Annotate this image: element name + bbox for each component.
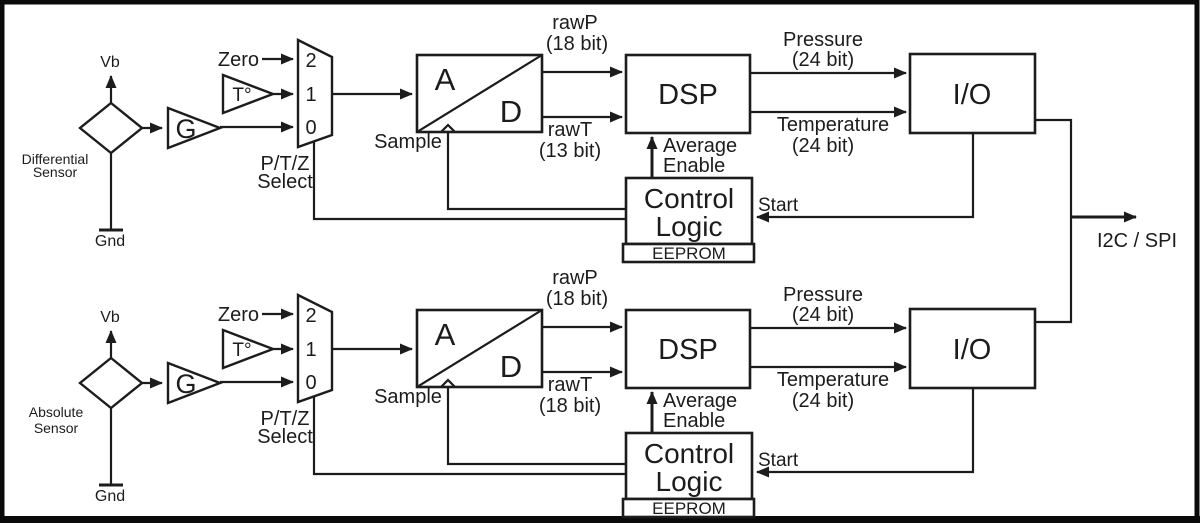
sensor-name-line2: Sensor: [34, 420, 79, 436]
io-bus-line: [1035, 118, 1073, 324]
mux-select-label-line1: P/T/Z: [261, 408, 310, 430]
rawt-label: rawT: [548, 374, 592, 396]
gnd-label: Gnd: [95, 233, 125, 250]
adc-diagonal: [416, 54, 543, 133]
gain-label: G: [175, 369, 196, 399]
pressure-label: Pressure: [783, 284, 863, 306]
start-label: Start: [758, 195, 799, 216]
average-label-line2: Enable: [663, 410, 725, 432]
pressure-bits-label: (24 bit): [792, 304, 854, 326]
vb-label: Vb: [100, 309, 120, 326]
sensor-name-line1: Differential: [22, 151, 89, 167]
adc-diagonal: [416, 309, 543, 388]
dsp-block: [624, 53, 752, 135]
eeprom-label: EEPROM: [652, 244, 726, 263]
mux-shape: [296, 38, 334, 149]
io-block: [908, 307, 1037, 390]
io-label: I/O: [953, 79, 992, 111]
adc-digital-label: D: [500, 349, 522, 384]
rawt-bits-label: (13 bit): [539, 140, 601, 162]
rawt-label: rawT: [548, 119, 592, 141]
rawp-label: rawP: [552, 12, 598, 34]
temp-sensor-triangle: [221, 73, 277, 115]
mux-input-0: 0: [305, 372, 316, 394]
control-logic-label-line2: Logic: [656, 211, 723, 242]
sample-control-line: [446, 388, 626, 466]
temp-sensor-triangle: [221, 328, 277, 370]
temp-sensor-label: T°: [232, 340, 251, 361]
temperature-bits-label: (24 bit): [792, 135, 854, 157]
pressure-label: Pressure: [783, 29, 863, 51]
vb-label: Vb: [100, 54, 120, 71]
section-differential-sensor: Vb Differential Sensor Gnd G Zero T° 2 1…: [22, 12, 1037, 264]
temperature-bits-label: (24 bit): [792, 390, 854, 412]
rawp-label: rawP: [552, 267, 598, 289]
average-label-line2: Enable: [663, 155, 725, 177]
mux-input-1: 1: [305, 84, 316, 106]
io-block: [908, 52, 1037, 135]
mux-input-2: 2: [305, 50, 316, 72]
eeprom-block: [621, 242, 756, 264]
mux-input-0: 0: [305, 117, 316, 139]
mux-input-2: 2: [305, 305, 316, 327]
adc-clock-notch: [440, 378, 456, 388]
average-label-line1: Average: [663, 390, 737, 412]
zero-label: Zero: [218, 304, 259, 326]
control-logic-block: [624, 431, 754, 501]
i2c-spi-label: I2C / SPI: [1097, 230, 1177, 252]
start-line: [756, 388, 975, 478]
sensor-name-line1: Absolute: [29, 404, 84, 420]
rawp-bits-label: (18 bit): [546, 33, 608, 55]
dsp-block: [624, 308, 752, 390]
start-label: Start: [758, 450, 799, 471]
adc-analog-label: A: [435, 62, 456, 97]
control-logic-label-line1: Control: [644, 183, 734, 214]
gain-label: G: [175, 114, 196, 144]
adc-clock-notch: [440, 123, 456, 133]
mux-select-control-line: [312, 396, 626, 476]
mux-select-label-line1: P/T/Z: [261, 153, 310, 175]
control-logic-block: [624, 176, 754, 246]
mux-select-label-line2: Select: [257, 426, 313, 448]
temperature-label: Temperature: [777, 114, 889, 136]
io-label: I/O: [953, 334, 992, 366]
sample-control-line: [446, 133, 626, 211]
zero-label: Zero: [218, 49, 259, 71]
average-label-line1: Average: [663, 135, 737, 157]
gain-amp-triangle: [166, 361, 224, 405]
dsp-label: DSP: [658, 334, 718, 366]
gain-amp-triangle: [166, 106, 224, 150]
eeprom-block: [621, 497, 756, 519]
sensor-bridge-diamond: [78, 101, 144, 155]
control-logic-label-line2: Logic: [656, 466, 723, 497]
start-line: [756, 133, 975, 223]
mux-select-label-line2: Select: [257, 171, 313, 193]
dsp-label: DSP: [658, 79, 718, 111]
rawp-bits-label: (18 bit): [546, 288, 608, 310]
gnd-label: Gnd: [95, 488, 125, 505]
temperature-label: Temperature: [777, 369, 889, 391]
pressure-bits-label: (24 bit): [792, 49, 854, 71]
diagram-frame-bottom: [0, 516, 1200, 523]
adc-digital-label: D: [500, 94, 522, 129]
sensor-name-line2: Sensor: [33, 164, 78, 180]
sample-label: Sample: [374, 386, 442, 408]
section-absolute-sensor: Vb Absolute Sensor Gnd G Zero T° 2 1 0 P…: [29, 267, 1037, 519]
adc-analog-label: A: [435, 317, 456, 352]
mux-input-1: 1: [305, 339, 316, 361]
control-logic-label-line1: Control: [644, 438, 734, 469]
mux-shape: [296, 293, 334, 404]
mux-select-control-line: [312, 141, 626, 221]
rawt-bits-label: (18 bit): [539, 395, 601, 417]
sample-label: Sample: [374, 131, 442, 153]
sensor-bridge-diamond: [78, 356, 144, 410]
eeprom-label: EEPROM: [652, 499, 726, 518]
temp-sensor-label: T°: [232, 85, 251, 106]
